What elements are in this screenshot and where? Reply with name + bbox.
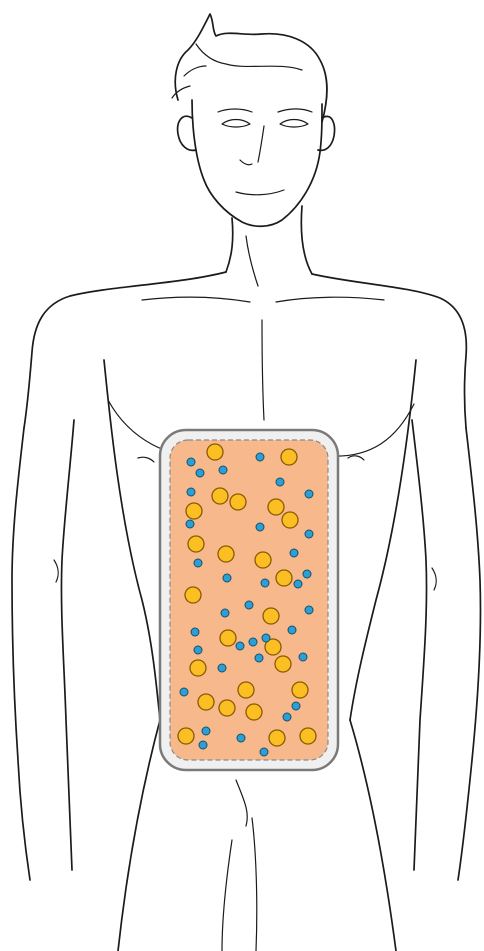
- small-particle: [180, 688, 188, 696]
- nose: [240, 126, 264, 165]
- large-particle: [238, 682, 254, 698]
- large-particle: [255, 552, 271, 568]
- small-particle: [186, 520, 194, 528]
- large-particle: [282, 512, 298, 528]
- left-shoulder: [24, 272, 226, 428]
- small-particle: [237, 734, 245, 742]
- right-hip: [350, 720, 396, 951]
- large-particle: [218, 546, 234, 562]
- small-particle: [256, 523, 264, 531]
- small-particle: [249, 638, 257, 646]
- large-particle: [185, 587, 201, 603]
- small-particle: [196, 469, 204, 477]
- small-particle: [221, 609, 229, 617]
- left-hip: [118, 720, 160, 951]
- right-elbow: [432, 568, 436, 590]
- large-particle: [220, 630, 236, 646]
- small-particle: [194, 559, 202, 567]
- small-particle: [191, 628, 199, 636]
- right-arm-outer: [458, 428, 481, 880]
- large-particle: [186, 503, 202, 519]
- large-particle: [276, 570, 292, 586]
- large-particle: [263, 608, 279, 624]
- right-torso-side: [350, 360, 416, 720]
- small-particle: [261, 579, 269, 587]
- hair-outline: [175, 14, 327, 122]
- small-particle: [256, 453, 264, 461]
- left-elbow: [54, 560, 58, 582]
- large-particle: [178, 728, 194, 744]
- small-particle: [288, 626, 296, 634]
- small-particle: [260, 748, 268, 756]
- small-particle: [299, 653, 307, 661]
- large-particle: [275, 656, 291, 672]
- left-eye: [222, 120, 250, 128]
- small-particle: [283, 713, 291, 721]
- large-particle: [246, 704, 262, 720]
- large-particle: [292, 682, 308, 698]
- large-particle: [207, 444, 223, 460]
- large-particle: [188, 536, 204, 552]
- large-particle: [268, 499, 284, 515]
- hair-strand: [196, 44, 302, 70]
- small-particle: [294, 580, 302, 588]
- left-arm-inner: [61, 420, 74, 870]
- small-particle: [236, 642, 244, 650]
- right-collarbone: [276, 297, 384, 302]
- large-particle: [219, 700, 235, 716]
- left-torso-side: [104, 360, 160, 720]
- sternum-line: [262, 320, 264, 420]
- large-particle: [198, 694, 214, 710]
- small-particle: [187, 458, 195, 466]
- left-collarbone: [142, 297, 250, 302]
- hair-strand: [184, 66, 206, 76]
- mouth: [236, 190, 284, 195]
- right-brow: [278, 109, 312, 112]
- right-eye: [280, 120, 308, 128]
- small-particle: [305, 530, 313, 538]
- small-particle: [199, 741, 207, 749]
- left-arm-outer: [12, 428, 30, 880]
- right-arm-inner: [412, 420, 427, 870]
- small-particle: [218, 664, 226, 672]
- small-particle: [303, 570, 311, 578]
- small-particle: [187, 488, 195, 496]
- neck-left: [226, 218, 233, 272]
- neck-shoulders-sketch: [24, 206, 466, 428]
- small-particle: [305, 490, 313, 498]
- head-sketch: [172, 14, 335, 226]
- right-nipple: [348, 456, 364, 460]
- small-particle: [276, 478, 284, 486]
- small-particle: [292, 702, 300, 710]
- small-particle: [290, 549, 298, 557]
- left-brow: [218, 109, 252, 112]
- large-particle: [269, 730, 285, 746]
- large-particle: [230, 494, 246, 510]
- large-particle: [281, 449, 297, 465]
- neck-right: [301, 206, 312, 274]
- groin-line: [236, 780, 257, 951]
- small-particle: [194, 646, 202, 654]
- large-particle: [212, 488, 228, 504]
- inner-leg: [222, 840, 232, 951]
- small-particle: [255, 654, 263, 662]
- small-particle: [245, 601, 253, 609]
- large-particle: [300, 728, 316, 744]
- small-particle: [202, 727, 210, 735]
- small-particle: [305, 606, 313, 614]
- left-nipple: [138, 457, 154, 462]
- transdermal-patch: [160, 430, 338, 770]
- large-particle: [190, 660, 206, 676]
- neck-muscle: [246, 236, 258, 286]
- small-particle: [223, 574, 231, 582]
- small-particle: [219, 466, 227, 474]
- small-particle: [262, 634, 270, 642]
